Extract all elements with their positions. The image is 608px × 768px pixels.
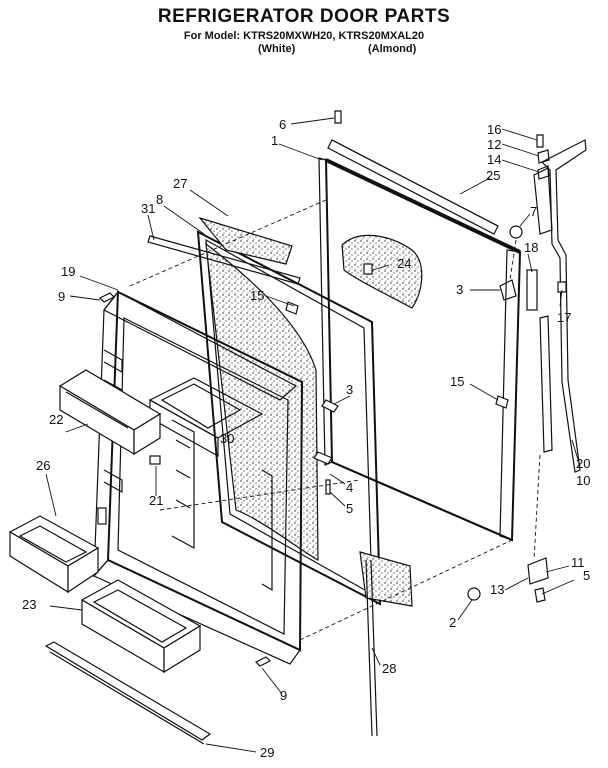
clip-24 (363, 263, 373, 275)
door-bin-23 (80, 579, 202, 674)
screws (98, 110, 567, 667)
callout-5-bottom: 5 (583, 568, 590, 583)
callout-labels: 6 1 16 12 14 25 27 8 31 7 18 24 19 9 15 … (22, 117, 590, 760)
callout-27: 27 (173, 176, 187, 191)
callout-17: 17 (557, 310, 571, 325)
gasket-rod-28 (365, 559, 373, 737)
leader-lines (45, 117, 581, 753)
inner-door-liner (93, 290, 304, 665)
seal-strip-31 (147, 235, 301, 285)
alignment-lines (129, 199, 541, 641)
callout-3-center: 3 (346, 382, 353, 397)
callout-2: 2 (449, 615, 456, 630)
callout-13: 13 (490, 582, 504, 597)
callout-16: 16 (487, 122, 501, 137)
outer-door-frame (318, 157, 522, 542)
variant-white-label: (White) (258, 43, 296, 55)
foam-top-27 (198, 216, 293, 265)
callout-29: 29 (260, 745, 274, 760)
door-bin-26 (8, 515, 100, 594)
callout-23: 23 (22, 597, 36, 612)
callout-21: 21 (149, 493, 163, 508)
callout-1: 1 (271, 133, 278, 148)
callout-20: 20 (576, 456, 590, 471)
callout-19: 19 (61, 264, 75, 279)
callout-9-upper: 9 (58, 289, 65, 304)
bottom-trim-29 (44, 641, 212, 745)
callout-22: 22 (49, 412, 63, 427)
callout-4: 4 (346, 480, 353, 495)
callout-3-hinge: 3 (456, 282, 463, 297)
callout-26: 26 (36, 458, 50, 473)
callout-8: 8 (156, 192, 163, 207)
top-trim-strip (327, 139, 499, 235)
foam-panel (205, 242, 319, 562)
callout-15-right: 15 (450, 374, 464, 389)
callout-15-left: 15 (250, 288, 264, 303)
clip-21 (149, 455, 161, 465)
callout-31: 31 (141, 201, 155, 216)
callout-9-lower: 9 (280, 688, 287, 703)
door-shelf-22 (58, 369, 162, 456)
callout-7: 7 (530, 204, 537, 219)
callout-14: 14 (487, 152, 501, 167)
callout-30: 30 (220, 431, 234, 446)
insulation-patch (341, 234, 423, 309)
callout-25: 25 (486, 168, 500, 183)
handle-rail (533, 139, 587, 473)
foam-bottom-28 (359, 551, 413, 607)
model-line: For Model: KTRS20MXWH20, KTRS20MXAL20 (183, 30, 425, 42)
callout-11: 11 (571, 555, 585, 570)
callout-6: 6 (279, 117, 286, 132)
callout-12: 12 (487, 137, 501, 152)
callout-5-center: 5 (346, 501, 353, 516)
page-title: REFRIGERATOR DOOR PARTS (157, 6, 451, 27)
callout-28: 28 (382, 661, 396, 676)
variant-almond-label: (Almond) (368, 43, 417, 55)
callout-18: 18 (524, 240, 538, 255)
callout-24: 24 (397, 256, 411, 271)
callout-10: 10 (576, 473, 590, 488)
